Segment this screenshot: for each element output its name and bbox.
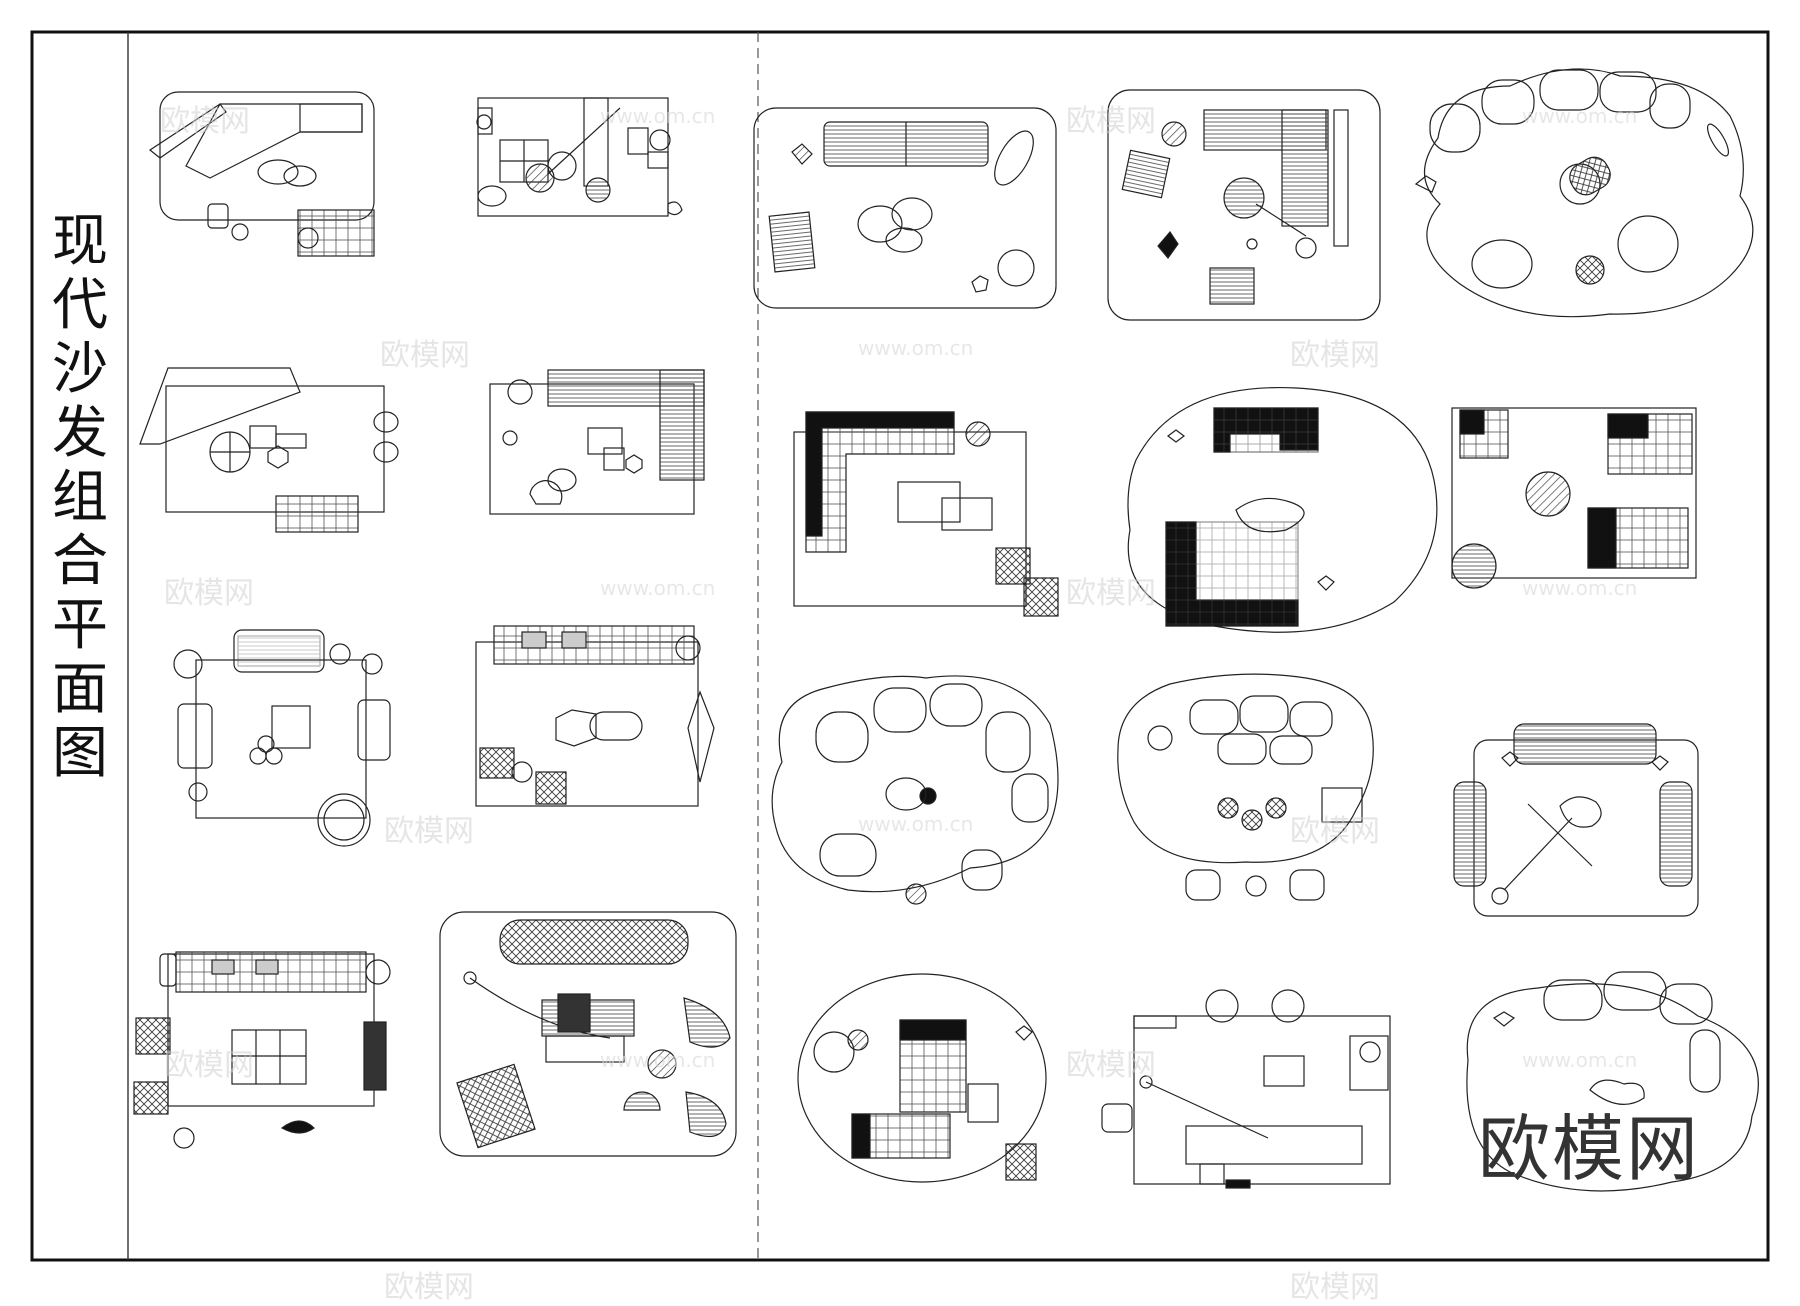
watermark: 欧模网 [1290, 338, 1380, 373]
watermark: 欧模网 [380, 338, 470, 373]
plan-group-14 [1451, 407, 1697, 589]
watermark: 欧模网 [1066, 104, 1156, 139]
watermark-url: www.om.cn [600, 1048, 716, 1072]
plan-group-3 [139, 367, 399, 533]
watermark-url: www.om.cn [1522, 1048, 1638, 1072]
watermark: 欧模网 [384, 814, 474, 849]
watermark: 欧模网 [164, 576, 254, 611]
watermark: 欧模网 [1290, 1270, 1380, 1305]
plan-group-10 [1107, 89, 1381, 321]
plan-group-17 [1453, 723, 1699, 917]
plan-group-1 [148, 91, 375, 257]
plan-group-2 [476, 97, 683, 217]
plan-group-18 [797, 973, 1047, 1183]
watermark: 欧模网 [384, 1270, 474, 1305]
brand-logo: 欧模网 [1478, 1107, 1701, 1191]
plan-group-19 [1101, 989, 1391, 1189]
watermark-url: www.om.cn [1522, 104, 1638, 128]
plan-group-13 [1127, 386, 1438, 633]
sheet-title: 现代沙发组合平面图 [52, 209, 108, 786]
watermark-url: www.om.cn [600, 104, 716, 128]
watermark-url: www.om.cn [858, 812, 974, 836]
watermark-url: www.om.cn [600, 576, 716, 600]
watermark: 欧模网 [1290, 814, 1380, 849]
sheet-border [30, 30, 1770, 1262]
plan-group-15 [771, 675, 1059, 905]
plan-group-5 [173, 629, 391, 847]
plan-group-9 [753, 107, 1057, 309]
watermark: 欧模网 [160, 104, 250, 139]
watermark-url: www.om.cn [1522, 576, 1638, 600]
plan-group-16 [1117, 673, 1374, 901]
plan-group-6 [475, 625, 715, 807]
watermark: 欧模网 [164, 1048, 254, 1083]
plan-group-8 [439, 911, 737, 1157]
watermark: 欧模网 [1066, 576, 1156, 611]
plan-group-11 [1414, 68, 1754, 318]
plan-group-12 [793, 411, 1059, 617]
plan-group-4 [489, 369, 705, 515]
plan-group-20 [1466, 971, 1759, 1192]
watermark: 欧模网 [1066, 1048, 1156, 1083]
watermark-url: www.om.cn [858, 336, 974, 360]
plan-group-7 [133, 951, 391, 1149]
